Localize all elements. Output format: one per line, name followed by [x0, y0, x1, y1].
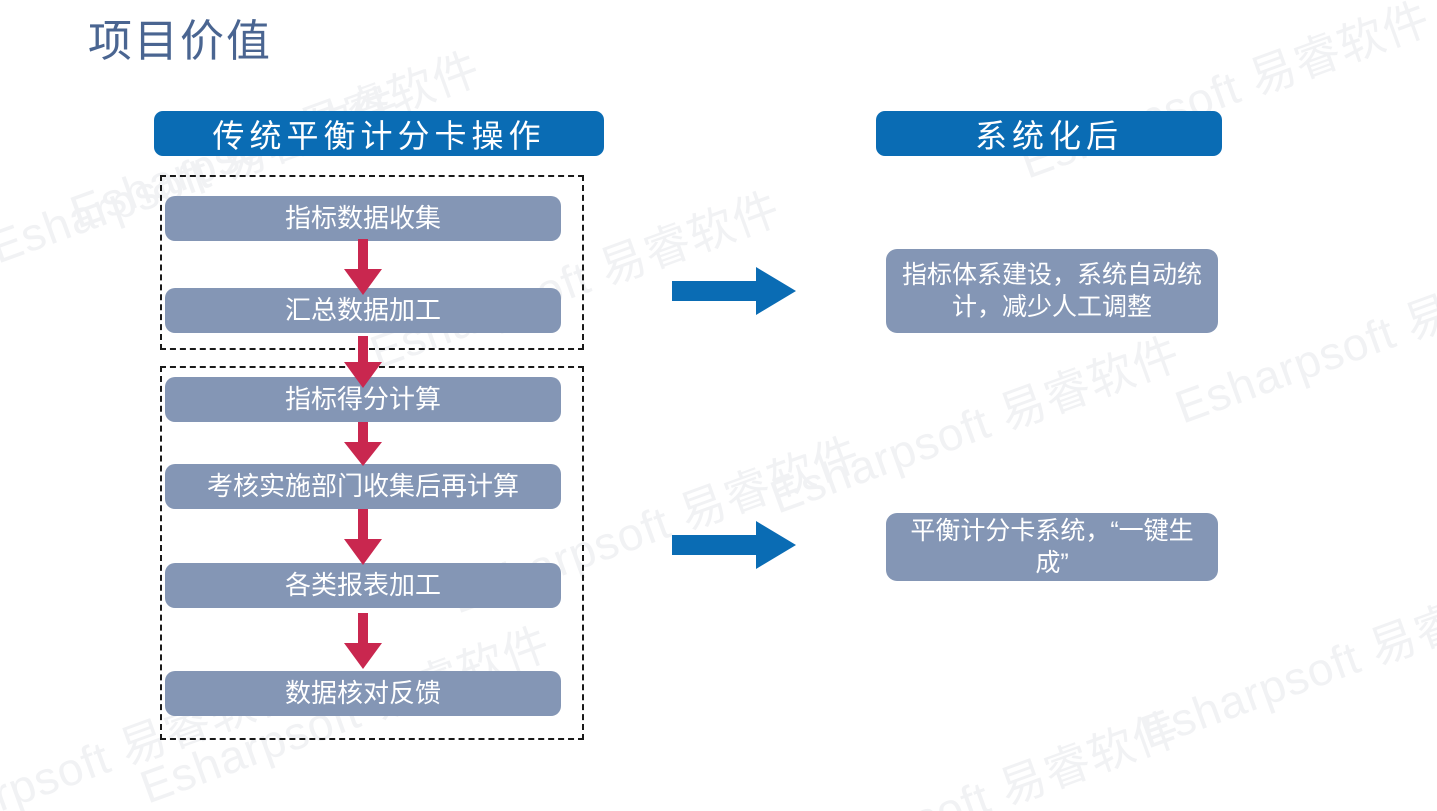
result-box-2: 平衡计分卡系统，“一键生成”: [886, 513, 1218, 581]
process-box-step-5: 各类报表加工: [165, 563, 561, 608]
banner-systemized: 系统化后: [876, 111, 1222, 156]
process-box-step-2-label: 汇总数据加工: [284, 294, 441, 325]
banner-traditional-process: 传统平衡计分卡操作: [154, 111, 604, 156]
banner-systemized-label: 系统化后: [974, 117, 1123, 154]
result-box-2-label: 平衡计分卡系统，“一键生成”: [910, 517, 1194, 577]
banner-traditional-label: 传统平衡计分卡操作: [212, 117, 546, 154]
page-title: 项目价值: [88, 17, 272, 66]
process-box-step-1-label: 指标数据收集: [284, 202, 441, 233]
watermark-text: Esharpsoft 易睿软件: [1013, 0, 1437, 189]
arrow-down-icon-2: [341, 336, 385, 390]
process-box-step-5-label: 各类报表加工: [284, 569, 441, 600]
process-box-step-6-label: 数据核对反馈: [284, 677, 441, 708]
watermark-text: Esharpsoft 易睿软件: [1133, 561, 1437, 759]
process-box-step-4: 考核实施部门收集后再计算: [165, 464, 561, 509]
process-box-step-1: 指标数据收集: [165, 196, 561, 241]
arrow-down-icon-3: [341, 422, 385, 468]
arrow-down-icon-1: [341, 239, 385, 297]
arrow-down-icon-4: [341, 509, 385, 567]
arrow-down-icon-5: [341, 613, 385, 671]
result-box-1: 指标体系建设，系统自动统计，减少人工调整: [886, 249, 1218, 333]
dashed-group-data-collection: [160, 175, 584, 350]
arrow-right-block-icon-2: [672, 521, 796, 569]
arrow-right-block-icon-1: [672, 267, 796, 315]
process-box-step-6: 数据核对反馈: [165, 671, 561, 716]
process-box-step-4-label: 考核实施部门收集后再计算: [206, 470, 519, 501]
result-box-1-label: 指标体系建设，系统自动统计，减少人工调整: [902, 261, 1203, 321]
process-box-step-2: 汇总数据加工: [165, 288, 561, 333]
watermark-text: Esharpsoft 易睿软件: [763, 326, 1187, 524]
process-box-step-3-label: 指标得分计算: [284, 383, 441, 414]
watermark-text: Esharpsoft 易睿软件: [763, 701, 1187, 811]
